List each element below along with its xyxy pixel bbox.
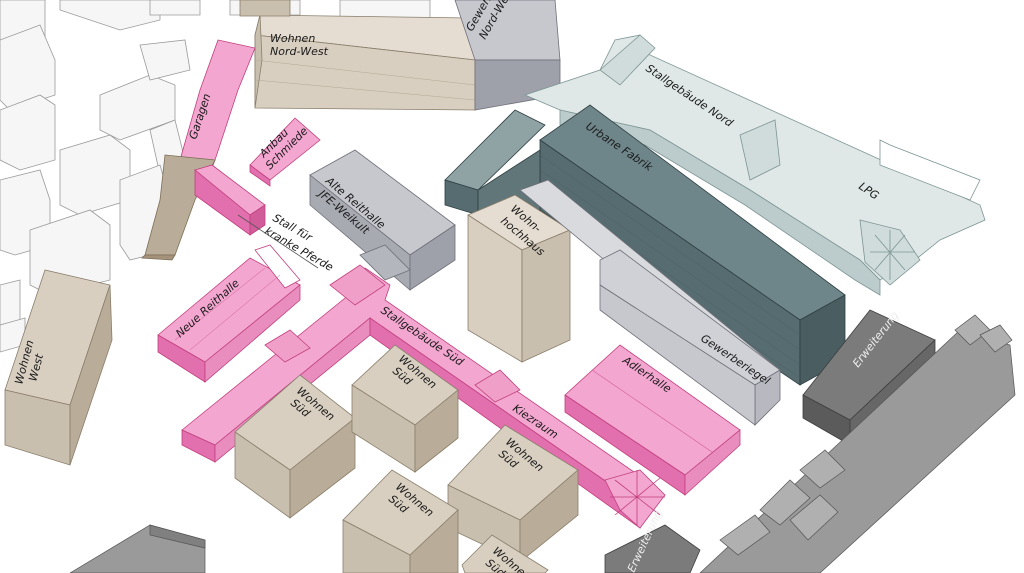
building-wohnen-sued-5	[461, 534, 549, 573]
building-wohnhochhaus	[467, 194, 571, 363]
building-stall-kranke-pferde	[194, 164, 266, 236]
building-alte-reithalle	[309, 149, 456, 291]
building-wohnen-nord-west	[239, 0, 476, 111]
building-wohnen-sued-2	[351, 344, 459, 473]
stall-label-leader-line	[237, 214, 319, 269]
building-garagen	[177, 39, 256, 169]
building-anbau-schmiede	[249, 117, 321, 187]
label-wohnen-nord-west-line1: Wohnen	[270, 32, 315, 45]
context-buildings	[0, 0, 431, 353]
label-wohnen-nord-west-line2: Nord-West	[270, 45, 329, 58]
building-gewerberiegel	[519, 179, 781, 426]
building-neue-reithalle	[157, 244, 301, 383]
building-wohnen-sued-4	[342, 469, 459, 573]
building-erweiterung-2	[604, 524, 701, 573]
building-wohnen-sued-1	[234, 374, 356, 519]
context-dark-buildings	[69, 314, 1016, 573]
building-adlerhalle	[564, 344, 741, 496]
building-wohnen-west	[4, 269, 113, 466]
